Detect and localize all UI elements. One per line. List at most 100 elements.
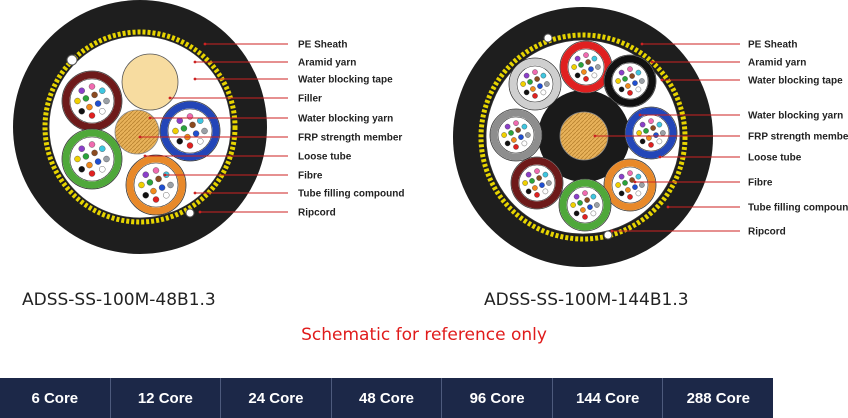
leader-dot [633, 180, 637, 184]
leader-dot [168, 96, 172, 100]
fibre [625, 83, 631, 89]
leader-dot [203, 42, 207, 46]
core-tab-24-core[interactable]: 24 Core [221, 378, 332, 418]
fibre [521, 123, 528, 130]
fibre [88, 170, 96, 177]
fibre [544, 81, 550, 87]
fibre [530, 86, 536, 92]
fibre [520, 81, 526, 87]
fibre [521, 140, 528, 147]
fibre [590, 193, 597, 200]
fibre [88, 141, 96, 148]
fibre [532, 69, 538, 75]
fibre [582, 214, 588, 220]
label-frp-strength-member: FRP strength member [748, 132, 848, 143]
leader-dot [193, 60, 197, 64]
fibre [82, 95, 90, 102]
fibre [523, 72, 530, 79]
label-tube-filling-compound: Tube filling compound [748, 203, 848, 214]
loose-tube-ring [62, 71, 122, 131]
core-tab-6-core[interactable]: 6 Core [0, 378, 111, 418]
fibre [74, 155, 81, 163]
fibre [540, 72, 547, 79]
fibre [590, 210, 597, 217]
label-tube-filling-compound: Tube filling compound [298, 189, 404, 200]
fibre [627, 66, 633, 72]
model-name-left: ADSS-SS-100M-48B1.3 [22, 290, 216, 310]
fibre [615, 182, 621, 188]
fibre [635, 86, 642, 93]
fibre [639, 78, 645, 84]
fibre [99, 87, 106, 94]
fibre [88, 83, 96, 90]
leader-dot [198, 210, 202, 214]
fibre [627, 90, 633, 96]
label-loose-tube: Loose tube [748, 153, 802, 164]
label-fibre: Fibre [748, 178, 773, 189]
fibre [618, 86, 625, 93]
fibre [86, 161, 93, 169]
core-tab-96-core[interactable]: 96 Core [442, 378, 553, 418]
label-pe-sheath: PE Sheath [748, 40, 797, 51]
fibre [622, 76, 628, 82]
fibre [648, 142, 654, 148]
fibre [518, 134, 524, 140]
fibre [622, 180, 628, 186]
fibre [585, 59, 591, 65]
label-aramid-yarn: Aramid yarn [298, 58, 356, 69]
leader-dot [640, 42, 644, 46]
fibre [646, 135, 652, 141]
fibre [523, 89, 530, 96]
fibre [625, 187, 631, 193]
fibre [578, 62, 584, 68]
fibre [152, 196, 160, 203]
fibre [167, 181, 174, 189]
label-water-blocking-tape: Water blocking tape [298, 75, 393, 86]
leader-dot [148, 116, 152, 120]
fibre [537, 83, 543, 89]
fibre [197, 117, 204, 124]
fibre [639, 182, 645, 188]
loose-tube-ring [62, 129, 122, 189]
core-tab-12-core[interactable]: 12 Core [111, 378, 222, 418]
fibre [186, 142, 194, 149]
aramid-yarn [478, 32, 688, 242]
fibre [574, 72, 581, 79]
fibre [78, 145, 85, 152]
fibre [639, 121, 646, 128]
fibre [501, 132, 507, 138]
fibre [570, 202, 576, 208]
fibre [656, 121, 663, 128]
fibre [643, 128, 649, 134]
fibre [82, 153, 90, 160]
fibre [176, 117, 183, 124]
fibre [591, 72, 598, 79]
fibre [618, 69, 625, 76]
fibre [594, 202, 600, 208]
fibre [636, 130, 642, 136]
fibre [508, 130, 514, 136]
fibre [88, 112, 96, 119]
fibre [525, 132, 531, 138]
fibre [639, 138, 646, 145]
fibre [577, 200, 583, 206]
aramid-yarn [42, 29, 238, 225]
core-tab-144-core[interactable]: 144 Core [553, 378, 664, 418]
fibre [574, 55, 581, 62]
core-tab-48-core[interactable]: 48 Core [332, 378, 443, 418]
leader-dot [638, 113, 642, 117]
label-fibre: Fibre [298, 171, 323, 182]
fibre [504, 140, 511, 147]
leader-dot [650, 60, 654, 64]
fibre [103, 97, 110, 105]
fibre [635, 173, 642, 180]
fibre [150, 187, 157, 195]
fibre [91, 91, 98, 99]
leader-dot [193, 191, 197, 195]
fibre [618, 173, 625, 180]
core-tab-288-core[interactable]: 288 Core [686, 389, 750, 407]
ripcord [603, 230, 613, 240]
fibre [532, 93, 538, 99]
